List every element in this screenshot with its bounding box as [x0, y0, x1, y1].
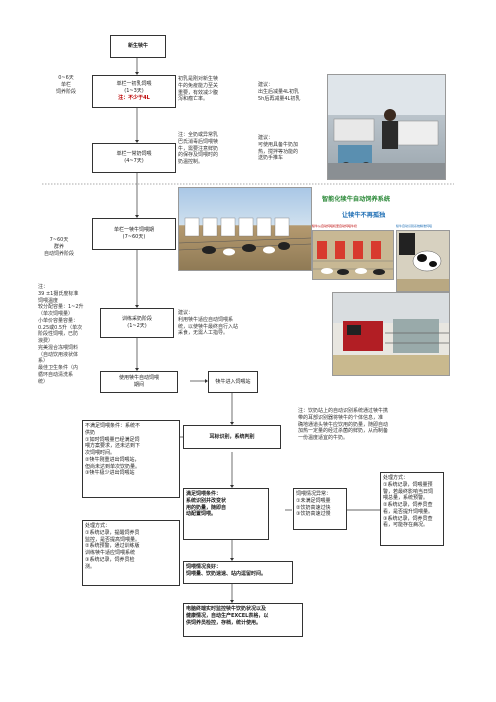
photo-calf-pens: [178, 187, 312, 271]
banner-caption-left: 犊牛从自动饲喂机里自动饲喂牛奶: [312, 224, 358, 228]
node-training-stage: 训练采奶阶段 (1~2天): [100, 308, 174, 338]
note-handling-right: 处理方式： ①系统记录，饲喂量预 警，若最终影响当日饲 喂总量，系统预警。 ②系…: [380, 472, 444, 546]
photo-feeding-station: [332, 292, 450, 376]
note-training-advice: 建议： 利用犊牛适应自动饲喂系 统，以使犊牛最终自行入站 采食，无需人工指导。: [178, 310, 239, 337]
photo-auto-feeder-left: [312, 230, 394, 280]
note-milk-cart-advice: 建议： 可使用具备牛奶加 热，搅拌等功能的 送奶手推车: [258, 135, 299, 162]
feeding-station-machine-icon: [333, 293, 449, 375]
system-banner: 智能化犊牛自动饲养系统 让犊牛不再孤独 犊牛从自动饲喂机里自动饲喂牛奶 犊牛自动…: [312, 192, 450, 382]
farmer-illustration-icon: [328, 75, 445, 179]
banner-title: 智能化犊牛自动饲养系统: [322, 196, 391, 203]
calf-at-feeder-icon: [397, 233, 449, 291]
node-terminal-monitoring: 电脑终端实时监控犊牛饮奶状况以及 健康情况，自动生产EXCEL表格，以 供饲养员…: [183, 603, 303, 637]
node-regular-milk-feeding: 单栏一常奶饲喂 (4~7天): [92, 143, 176, 173]
node-newborn-calf: 新生犊牛: [110, 35, 166, 58]
note-handling-left: 处理方式： ①系统记录，提醒饲养员 监控，是否提高饲喂量。 ②系统预警，通过训练…: [82, 520, 180, 586]
node-colostrum-feeding: 单栏一初乳饲喂 (1~3天) 注：不少于4L: [92, 75, 176, 108]
node-feeding-good: 饲喂情况良好： 饲喂量、饮奶速速、站内逗留时间。: [183, 561, 293, 584]
node-ear-tag-recognition: 耳标识别，系统判别: [183, 425, 281, 449]
note-feeding-spec: 注： 39 ±1摄氏度标准 饲喂温度 较分配容量：1~2升 （单次饲喂量） 小单…: [38, 284, 84, 385]
node-feeding-conditions-met: 满足饲喂条件： 系统识别并改变状 用的奶量，随即自 动配置饲喂。: [183, 488, 269, 540]
photo-calf-recognition: [396, 230, 450, 292]
node-feeding-abnormal: 饲喂情况异常： ①未满足饲喂量 ②饮奶高速过快 ③饮奶高速过慢: [293, 488, 347, 530]
note-conditions-not-met: 不满足饲喂条件：系统不 供奶 ①如时饲喂量已经满足饲 喂方案要求，还未达到下 次…: [82, 420, 180, 498]
banner-subtitle: 让犊牛不再孤独: [342, 212, 386, 219]
photo-farmer-milk-cart: [327, 74, 446, 180]
feeder-stalls-icon: [313, 241, 393, 275]
note-pasteurized-milk: 注：全奶或异常乳 巴氏消毒后饲喂犊 牛，需要注意鲜奶 的保存及饲喂时的 奶温控制…: [178, 132, 219, 165]
note-colostrum-advice: 建议： 出生后减量4L初乳 5h后再减量4L初乳: [258, 82, 301, 102]
note-auto-recognition: 注：饮奶站上的自动识别系统通过犊牛携 带的耳部识别器将犊牛的个体信息，准 确地通…: [298, 408, 389, 441]
node-enter-feeding-station: 犊牛进入饲喂站: [208, 371, 258, 393]
banner-caption-right: 犊牛自动识别系统精准饲喂: [396, 224, 433, 228]
node-calf-feeding-period: 单栏一犊牛饲喂期 (7~60天): [92, 218, 176, 250]
age-label-7-60: 7~60天 群养 自动饲养阶段: [43, 237, 74, 257]
age-label-0-6: 0~6天 单栏 饲养阶段: [55, 75, 76, 95]
note-colostrum-importance: 初乳是刚对新生犊 牛的免疫能力至关 重要，有效减少腹 泻和瘤亡率。: [178, 76, 219, 103]
calf-pen-illustration-icon: [179, 217, 311, 256]
node-auto-feeding-period: 使用犊牛自动饲喂 期间: [100, 371, 178, 393]
